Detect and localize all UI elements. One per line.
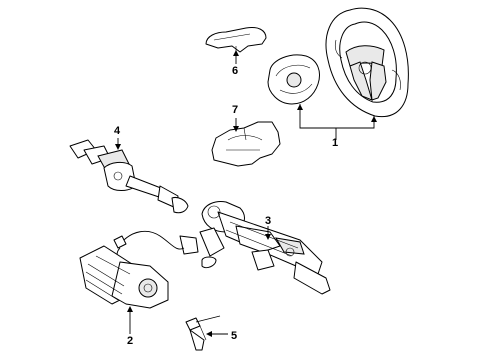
callout-7: 7	[232, 104, 238, 116]
leader-lines	[115, 50, 377, 337]
callout-3: 3	[265, 215, 271, 227]
motor-module	[79, 245, 169, 309]
callout-5: 5	[231, 330, 237, 342]
steering-wheel	[325, 7, 409, 118]
wiring-harness	[113, 230, 185, 263]
bolt-bracket	[185, 315, 221, 351]
airbag-module	[267, 54, 320, 105]
intermediate-shaft	[69, 139, 189, 214]
steering-column	[179, 201, 331, 295]
callout-1: 1	[332, 137, 338, 149]
callout-4: 4	[114, 125, 121, 137]
callout-2: 2	[127, 335, 133, 347]
lower-shroud	[211, 121, 281, 167]
callout-6: 6	[232, 65, 238, 77]
